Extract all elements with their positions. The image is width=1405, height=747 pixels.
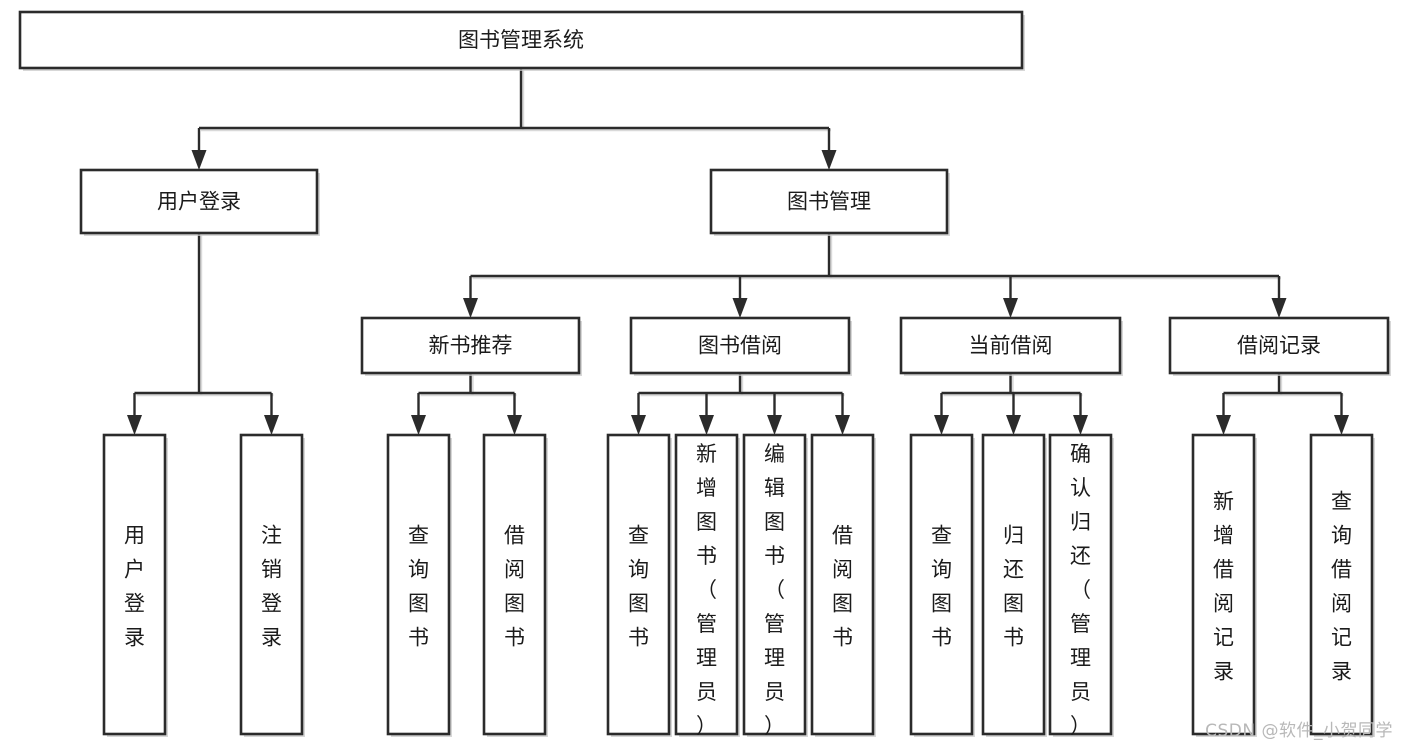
node-leaf-edit-book-admin[interactable]: 编辑图书（管理员） [742, 433, 808, 738]
connector-group-root [191, 68, 837, 170]
connector-group-book-manage [463, 233, 1287, 318]
node-label: 编辑图书（管理员） [764, 442, 785, 738]
node-label: 图书借阅 [698, 334, 782, 358]
node-label: 图书管理 [787, 190, 871, 214]
node-box[interactable] [909, 433, 974, 736]
connector-group-borrow-record [1216, 373, 1349, 435]
node-label: 新书推荐 [429, 334, 513, 358]
connector-group-new-book-recommend [411, 373, 522, 435]
node-box[interactable] [981, 433, 1046, 736]
node-label: 新增借阅记录 [1213, 490, 1234, 684]
node-box[interactable] [1048, 433, 1113, 736]
node-layer: 图书管理系统用户登录图书管理新书推荐图书借阅当前借阅借阅记录用户登录注销登录查询… [18, 10, 1391, 738]
node-book-borrow[interactable]: 图书借阅 [629, 316, 852, 376]
node-label: 借阅图书 [832, 524, 853, 650]
node-leaf-borrow-book-rec[interactable]: 借阅图书 [482, 433, 548, 737]
node-box[interactable] [674, 433, 739, 736]
node-leaf-confirm-return-admin[interactable]: 确认归还（管理员） [1048, 433, 1114, 738]
node-label: 归还图书 [1003, 524, 1024, 650]
node-label: 借阅图书 [504, 524, 525, 650]
node-book-manage[interactable]: 图书管理 [709, 168, 950, 236]
node-box[interactable] [482, 433, 547, 736]
node-leaf-query-borrow-record[interactable]: 查询借阅记录 [1309, 433, 1375, 737]
node-box[interactable] [239, 433, 304, 736]
node-label: 图书管理系统 [458, 28, 584, 52]
node-label: 确认归还（管理员） [1070, 442, 1091, 738]
node-box[interactable] [1168, 316, 1390, 375]
node-leaf-user-login[interactable]: 用户登录 [102, 433, 168, 737]
node-box[interactable] [742, 433, 807, 736]
connector-group-user-login [127, 233, 279, 435]
node-borrow-record[interactable]: 借阅记录 [1168, 316, 1391, 376]
node-leaf-query-book-borrow[interactable]: 查询图书 [606, 433, 672, 737]
node-box[interactable] [102, 433, 167, 736]
connector-group-current-borrow [934, 373, 1088, 435]
node-label: 用户登录 [157, 190, 241, 214]
node-label: 查询图书 [408, 524, 429, 650]
node-box[interactable] [18, 10, 1024, 70]
node-box[interactable] [1191, 433, 1256, 736]
node-label: 借阅记录 [1237, 334, 1321, 358]
node-label: 新增图书（管理员） [696, 442, 717, 738]
node-label: 查询借阅记录 [1331, 490, 1352, 684]
node-root[interactable]: 图书管理系统 [18, 10, 1025, 71]
node-user-login[interactable]: 用户登录 [79, 168, 320, 236]
node-box[interactable] [79, 168, 319, 235]
node-box[interactable] [899, 316, 1122, 375]
node-new-book-recommend[interactable]: 新书推荐 [360, 316, 582, 376]
node-label: 注销登录 [261, 524, 282, 650]
node-leaf-add-borrow-record[interactable]: 新增借阅记录 [1191, 433, 1257, 737]
connector-group-book-borrow [631, 373, 850, 435]
node-box[interactable] [360, 316, 581, 375]
node-current-borrow[interactable]: 当前借阅 [899, 316, 1123, 376]
node-box[interactable] [606, 433, 671, 736]
node-leaf-query-book-current[interactable]: 查询图书 [909, 433, 975, 737]
node-box[interactable] [1309, 433, 1374, 736]
node-label: 用户登录 [124, 524, 145, 650]
node-label: 查询图书 [628, 524, 649, 650]
node-leaf-add-book-admin[interactable]: 新增图书（管理员） [674, 433, 740, 738]
node-box[interactable] [810, 433, 875, 736]
node-label: 当前借阅 [969, 334, 1053, 358]
node-box[interactable] [386, 433, 451, 736]
node-leaf-return-book[interactable]: 归还图书 [981, 433, 1047, 737]
node-box[interactable] [709, 168, 949, 235]
node-leaf-query-book-rec[interactable]: 查询图书 [386, 433, 452, 737]
node-leaf-borrow-book[interactable]: 借阅图书 [810, 433, 876, 737]
node-box[interactable] [629, 316, 851, 375]
node-leaf-logout[interactable]: 注销登录 [239, 433, 305, 737]
connector-layer [127, 68, 1349, 435]
node-label: 查询图书 [931, 524, 952, 650]
